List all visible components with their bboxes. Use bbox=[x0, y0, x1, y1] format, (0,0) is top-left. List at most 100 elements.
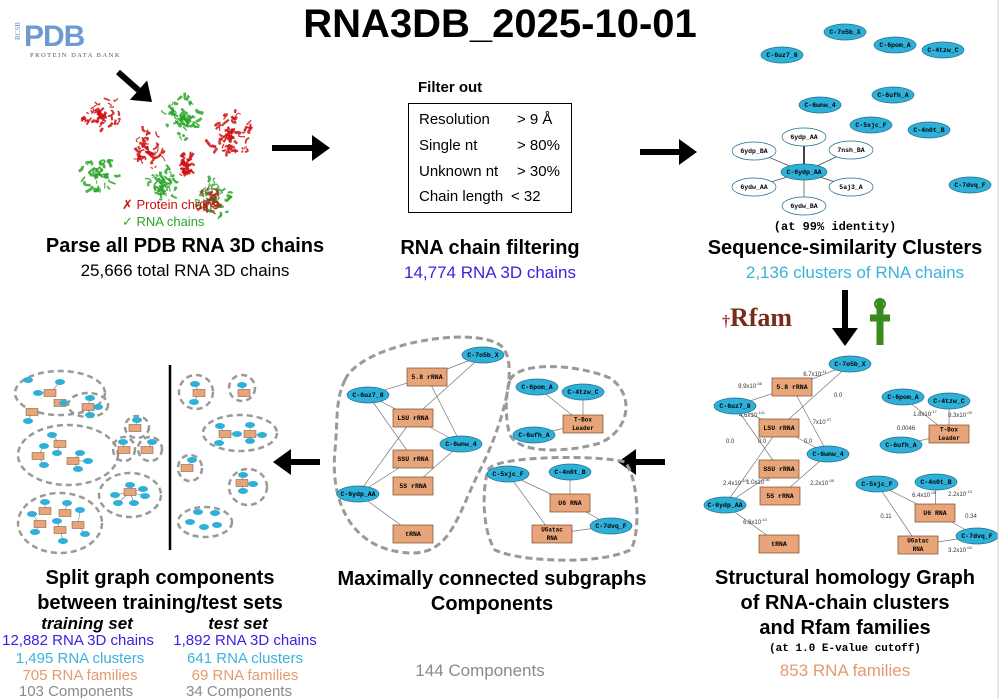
family-node bbox=[392, 476, 434, 496]
component-outline bbox=[176, 453, 204, 483]
component-outline bbox=[227, 467, 269, 507]
cluster-node bbox=[760, 46, 804, 64]
mini-cluster-node bbox=[55, 379, 65, 385]
filter-label: Chain length bbox=[419, 188, 504, 205]
molecule-strand bbox=[172, 109, 177, 115]
molecule-strand bbox=[96, 172, 99, 178]
molecule-strand bbox=[227, 130, 233, 135]
edge-evalue-label: 3.2x10-04 bbox=[948, 545, 973, 554]
molecule-strand bbox=[173, 101, 179, 106]
molecule-strand bbox=[192, 121, 200, 127]
molecule-strand bbox=[85, 161, 94, 166]
molecule-strand bbox=[209, 192, 216, 196]
molecule-strand bbox=[179, 152, 186, 158]
cluster-node-label: C-4n0t_B bbox=[554, 469, 585, 476]
molecule-strand bbox=[183, 92, 187, 101]
molecule-strand bbox=[90, 104, 98, 110]
evalue-exponent: -08 bbox=[756, 381, 763, 386]
graph-edge bbox=[876, 483, 919, 546]
molecule-strand bbox=[221, 143, 225, 149]
molecule-strand bbox=[103, 97, 111, 102]
family-node-label: 5.8 rRNA bbox=[411, 374, 442, 381]
rfam-cross-icon: † bbox=[722, 313, 730, 330]
mini-cluster-node bbox=[59, 400, 69, 406]
mini-cluster-node bbox=[47, 432, 57, 438]
molecule-strand bbox=[178, 159, 186, 167]
molecule-strand bbox=[148, 132, 151, 135]
evalue-exponent: -08 bbox=[828, 478, 835, 483]
molecule-strand bbox=[185, 164, 188, 168]
evalue-exponent: -10 bbox=[761, 517, 768, 522]
component-outline bbox=[482, 455, 639, 562]
family-node bbox=[758, 534, 800, 554]
chain-node-label: 6ydp_AA bbox=[790, 134, 817, 141]
mini-cluster-node bbox=[62, 500, 72, 506]
molecule-strand bbox=[145, 136, 149, 141]
infernal-logo bbox=[870, 298, 890, 345]
family-node bbox=[914, 503, 956, 523]
arrow-graph-to-components bbox=[618, 449, 665, 475]
mini-cluster-node bbox=[75, 507, 85, 513]
structural-heading-1: Structural homology Graph bbox=[714, 567, 976, 589]
mini-cluster-node bbox=[185, 519, 195, 525]
family-node bbox=[392, 524, 434, 544]
protein-structure bbox=[80, 97, 121, 133]
molecule-strand bbox=[183, 166, 190, 171]
molecule-strand bbox=[150, 156, 157, 165]
mini-cluster-node bbox=[257, 432, 267, 438]
molecule-strand bbox=[108, 161, 111, 168]
molecule-strand bbox=[177, 95, 183, 102]
molecule-strand bbox=[158, 170, 164, 179]
mini-cluster-node bbox=[187, 457, 197, 463]
mini-family-node bbox=[237, 389, 251, 397]
mini-family-node bbox=[128, 424, 142, 432]
cluster-node-label: C-6ydp_AA bbox=[340, 491, 375, 498]
molecule-strand bbox=[106, 185, 111, 190]
family-node bbox=[406, 367, 448, 387]
mini-cluster-node bbox=[85, 395, 95, 401]
mini-cluster-node bbox=[199, 524, 209, 530]
arrow-head bbox=[312, 135, 330, 161]
molecule-strand bbox=[165, 164, 171, 171]
cluster-node bbox=[881, 388, 925, 406]
cluster-node bbox=[907, 121, 951, 139]
molecule-strand bbox=[228, 135, 235, 143]
mini-family-node bbox=[180, 464, 194, 472]
molecule-strand bbox=[98, 167, 104, 173]
cluster-node-label: C-6pom_A bbox=[521, 384, 552, 391]
molecule-strand bbox=[98, 161, 106, 169]
family-node-label: U6 RNA bbox=[923, 510, 947, 517]
family-node bbox=[392, 449, 434, 469]
molecule-strand bbox=[187, 100, 193, 105]
molecule-strand bbox=[135, 136, 141, 143]
training-components: 103 Components bbox=[18, 683, 134, 698]
component-outline bbox=[97, 471, 163, 519]
arrow-head bbox=[618, 449, 636, 475]
molecule-strand bbox=[109, 105, 115, 108]
chain-node-label: 7nsh_BA bbox=[837, 147, 864, 154]
mini-cluster-node bbox=[27, 511, 37, 517]
split-component bbox=[111, 435, 137, 463]
molecule-strand bbox=[211, 144, 217, 149]
molecule-strand bbox=[244, 137, 250, 144]
mini-cluster-node bbox=[75, 450, 85, 456]
arrow-to-structures bbox=[116, 69, 152, 102]
mini-family-node bbox=[192, 389, 206, 397]
molecule-strand bbox=[154, 165, 158, 169]
molecule-strand bbox=[89, 173, 98, 180]
test-set-label: test set bbox=[208, 614, 268, 633]
graph-edge bbox=[724, 427, 780, 506]
split-component bbox=[13, 369, 107, 424]
split-component bbox=[136, 435, 164, 463]
molecule-strand bbox=[215, 124, 223, 130]
molecule-strand bbox=[225, 133, 231, 138]
molecule-strand bbox=[196, 206, 203, 212]
cluster-node bbox=[823, 23, 867, 41]
page-title: RNA3DB_2025-10-01 bbox=[303, 2, 697, 46]
molecule-strand bbox=[170, 194, 178, 200]
molecule-strand bbox=[204, 190, 211, 197]
molecule-strand bbox=[199, 187, 207, 193]
molecule-strand bbox=[144, 177, 152, 184]
family-node-label: U6atac bbox=[541, 527, 563, 534]
